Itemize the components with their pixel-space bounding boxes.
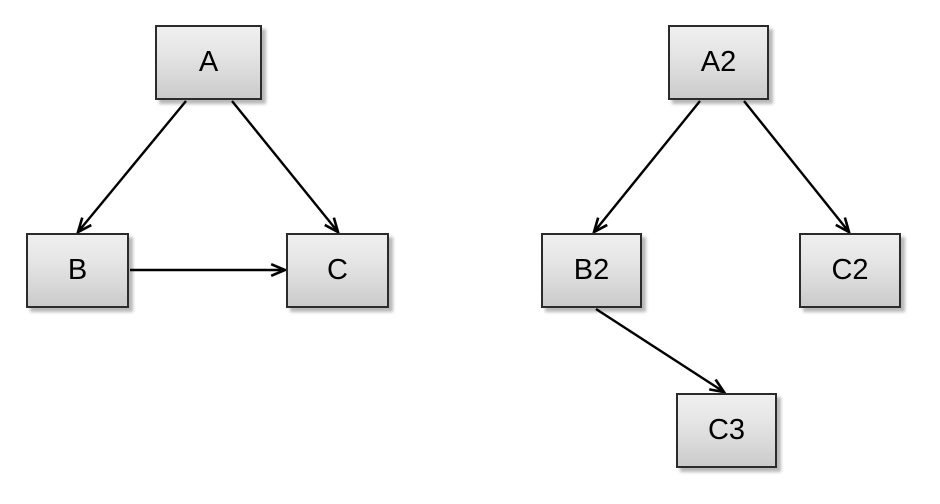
edges-group [75,100,852,394]
node-a2[interactable]: A2 [668,25,769,100]
node-label: A [198,46,219,78]
edge-a-to-c [231,100,341,235]
node-label: C2 [831,254,869,286]
edge-b2-to-c3 [595,307,727,394]
arrowhead-icon [835,217,852,235]
node-b2[interactable]: B2 [541,233,642,308]
edge-line [595,307,725,394]
node-c2[interactable]: C2 [799,233,901,308]
node-label: B2 [573,254,610,286]
edge-a-to-b [75,100,187,235]
edge-line [231,100,339,233]
node-label: C3 [707,414,746,446]
node-label: B [67,254,88,286]
arrowhead-icon [324,217,341,235]
edge-line [743,100,850,233]
edge-a2-to-b2 [591,100,701,235]
edge-a2-to-c2 [743,100,852,235]
arrowhead-icon [75,217,92,235]
node-c3[interactable]: C3 [676,393,777,468]
arrowhead-icon [270,262,289,278]
node-a[interactable]: A [155,25,262,100]
arrowhead-icon [591,217,608,235]
node-label: C [327,254,348,286]
edge-line [77,100,187,233]
node-label: A2 [700,46,737,78]
arrowhead-icon [709,378,727,394]
edge-b-to-c [130,262,289,278]
node-b[interactable]: B [26,233,129,308]
edge-line [593,100,701,233]
node-c[interactable]: C [286,233,389,308]
